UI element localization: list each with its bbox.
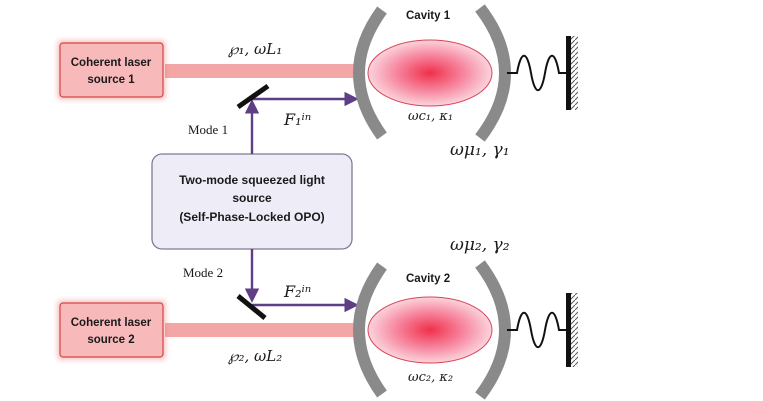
cavity-1-params: ωc₁, κ₁	[408, 109, 453, 124]
field-2-label: F₂ⁱⁿ	[283, 282, 311, 301]
beam-splitter-1	[236, 83, 270, 110]
spring-1	[507, 54, 567, 92]
laser-source-2: Coherent laser source 2	[58, 301, 165, 359]
beam-2-label: ℘₂, ωL₂	[228, 347, 282, 365]
wall-1	[566, 36, 571, 110]
laser-source-2-line2: source 2	[87, 334, 134, 346]
cavity-1-mode-volume	[367, 39, 493, 107]
squeezer-line3: (Self-Phase-Locked OPO)	[179, 210, 324, 224]
laser-beam-1	[165, 64, 360, 78]
cavity-1: Cavity 1 ωc₁, κ₁	[353, 4, 511, 142]
cavity-2-params: ωc₂, κ₂	[408, 370, 453, 385]
mode-1-label: Mode 1	[188, 122, 228, 137]
spring-2	[507, 311, 567, 349]
wall-2	[566, 293, 571, 367]
cavity-2-left-mirror	[353, 262, 387, 398]
cavity-2: Cavity 2 ωc₂, κ₂	[353, 260, 511, 400]
mechanical-1-params: ωμ₁, γ₁	[450, 140, 510, 160]
laser-source-2-line1: Coherent laser	[71, 317, 152, 329]
mode-2-path	[244, 249, 359, 313]
cavity-1-right-mirror	[475, 4, 511, 142]
laser-beam-2	[165, 323, 360, 337]
beam-splitter-2	[236, 294, 267, 320]
cavity-2-right-mirror	[475, 260, 511, 400]
wall-1-hatch	[571, 36, 578, 110]
mechanical-oscillator-2	[507, 293, 578, 367]
squeezer-line2: source	[232, 191, 272, 205]
cavity-2-mode-volume	[367, 296, 493, 364]
wall-2-hatch	[571, 293, 578, 367]
squeezed-light-source: Two-mode squeezed light source (Self-Pha…	[151, 153, 353, 250]
beam-1-label: ℘₁, ωL₁	[228, 40, 282, 58]
mechanical-2-params: ωμ₂, γ₂	[450, 235, 510, 255]
cavity-2-title: Cavity 2	[406, 273, 450, 285]
field-1-label: F₁ⁱⁿ	[283, 110, 311, 129]
laser-source-1-line2: source 1	[87, 74, 135, 86]
mechanical-oscillator-1	[507, 36, 578, 110]
mode-1-path	[244, 91, 359, 154]
mode-2-label: Mode 2	[183, 265, 223, 280]
cavity-1-title: Cavity 1	[406, 10, 451, 22]
laser-source-1: Coherent laser source 1	[58, 41, 165, 99]
squeezer-line1: Two-mode squeezed light	[179, 173, 325, 187]
laser-source-1-line1: Coherent laser	[71, 57, 152, 69]
cavity-1-left-mirror	[353, 6, 387, 140]
